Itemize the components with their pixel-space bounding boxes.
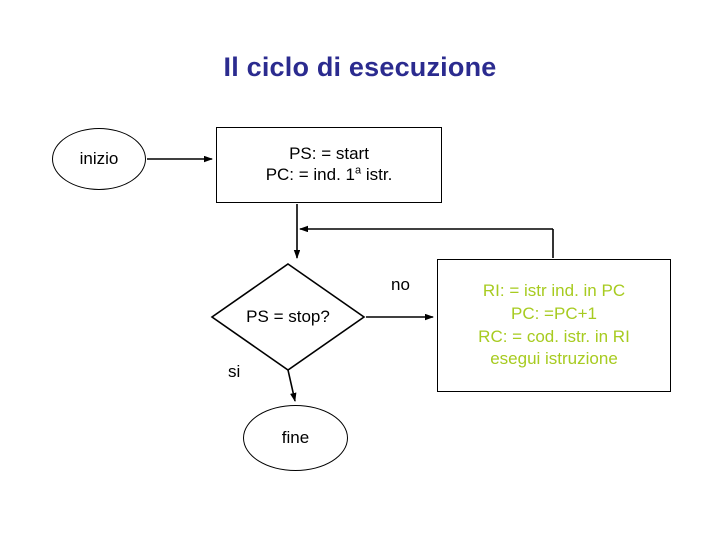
node-decision-label: PS = stop? xyxy=(246,307,330,326)
page-title: Il ciclo di esecuzione xyxy=(223,52,497,82)
node-exec-line-4: esegui istruzione xyxy=(490,349,618,369)
edge-label-no: no xyxy=(391,275,410,294)
node-start-line2-pre: PC: = ind. 1 xyxy=(265,165,355,184)
node-exec-line-3: RC: = cod. istr. in RI xyxy=(478,326,630,346)
diamond-shape-icon xyxy=(210,263,366,371)
node-start-line2-post: istr. xyxy=(361,165,393,184)
node-start-line2: PC: = ind. 1a istr. xyxy=(266,165,393,186)
node-start: PS: = start PC: = ind. 1a istr. xyxy=(216,127,442,203)
node-exec: RI: = istr ind. in PC PC: =PC+1 RC: = co… xyxy=(437,259,671,392)
node-inizio: inizio xyxy=(52,128,146,190)
node-fine: fine xyxy=(243,405,348,471)
edge-label-si: si xyxy=(228,362,241,381)
node-decision: PS = stop? xyxy=(210,262,366,372)
node-exec-line-1: RI: = istr ind. in PC xyxy=(482,280,626,300)
node-exec-line-2: PC: =PC+1 xyxy=(511,303,597,323)
node-inizio-label: inizio xyxy=(79,149,119,168)
node-start-line2-superscript: a xyxy=(355,164,362,177)
node-fine-label: fine xyxy=(281,428,310,447)
node-start-line1: PS: = start xyxy=(289,144,369,164)
